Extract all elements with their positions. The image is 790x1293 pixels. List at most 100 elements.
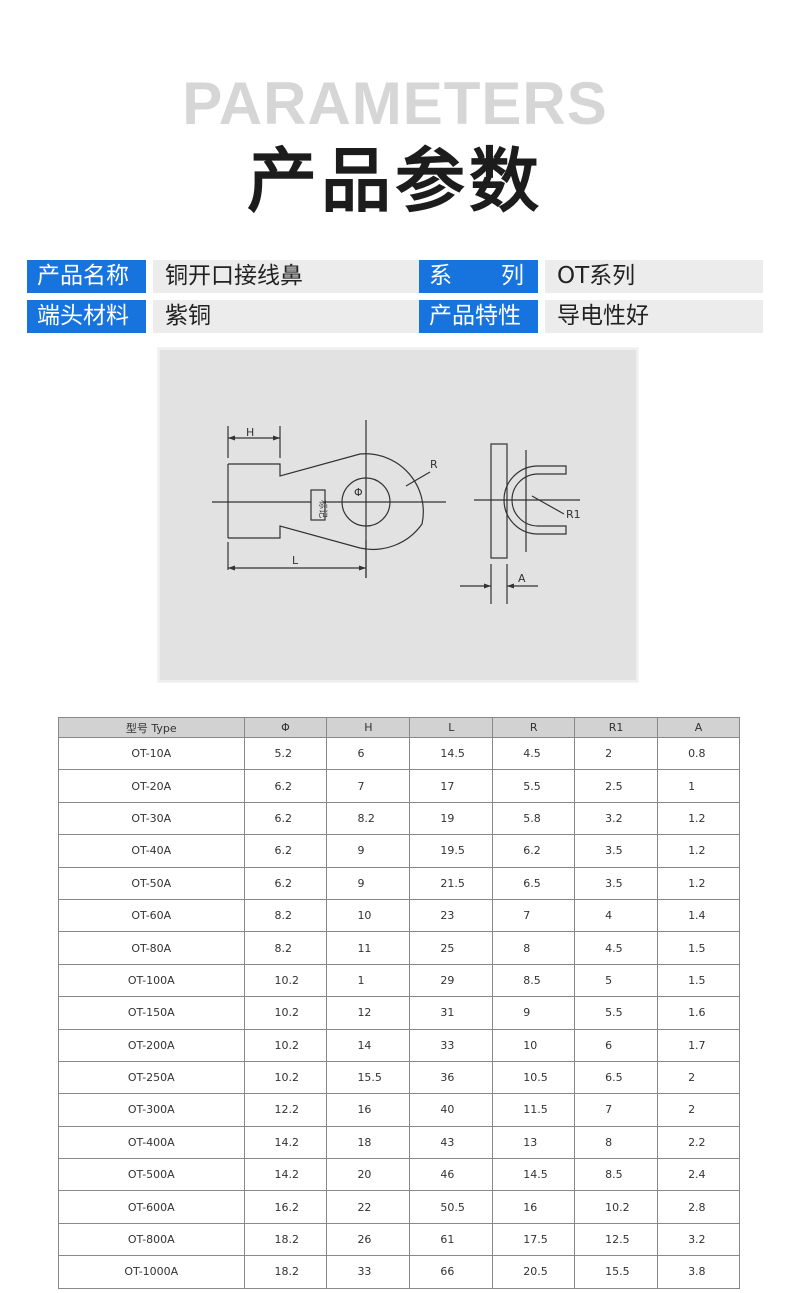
leader-line [405, 471, 431, 487]
cell-a: 3.2 [657, 1222, 740, 1257]
cell-type: OT-1000A [58, 1255, 245, 1289]
cell-phi: 6.2 [243, 866, 328, 900]
cell-a: 1.2 [657, 801, 740, 836]
cell-a: 1.4 [657, 898, 740, 933]
cell-h: 11 [326, 931, 411, 965]
column-header-phi: Φ [243, 717, 328, 738]
cell-h: 18 [326, 1125, 411, 1160]
cell-a: 1.2 [657, 834, 740, 868]
arrow-icon [484, 583, 491, 589]
cell-type: OT-300A [58, 1093, 245, 1127]
cell-type: OT-500A [58, 1158, 245, 1192]
cell-r1: 10.2 [574, 1190, 659, 1224]
cell-a: 2.4 [657, 1158, 740, 1192]
cell-h: 26 [326, 1222, 411, 1257]
cell-r: 10.5 [492, 1060, 576, 1095]
cell-r: 8 [492, 931, 576, 965]
cell-phi: 8.2 [243, 931, 328, 965]
cell-l: 25 [409, 931, 494, 965]
cell-l: 33 [409, 1028, 494, 1062]
cell-phi: 6.2 [243, 769, 328, 803]
side-barrel [503, 465, 567, 535]
cell-l: 40 [409, 1093, 494, 1127]
cell-phi: 6.2 [243, 801, 328, 836]
label-phi: Φ [354, 486, 363, 499]
cell-type: OT-30A [58, 801, 245, 836]
cell-a: 0.8 [657, 736, 740, 771]
cell-h: 8.2 [326, 801, 411, 836]
cell-h: 33 [326, 1255, 411, 1289]
label-mark: 标记 [317, 500, 329, 518]
side-plate [490, 443, 508, 559]
cell-l: 17 [409, 769, 494, 803]
cell-r1: 7 [574, 1093, 659, 1127]
spec-value-material: 紫铜 [153, 300, 442, 333]
cell-r1: 5.5 [574, 996, 659, 1030]
arrow-icon [507, 583, 514, 589]
cell-r1: 4.5 [574, 931, 659, 965]
arrow-icon [273, 435, 280, 441]
cell-r1: 6 [574, 1028, 659, 1062]
spec-row: 产品名称 铜开口接线鼻 系 列 OT系列 [27, 260, 763, 293]
cell-r1: 12.5 [574, 1222, 659, 1257]
column-header-h: H [326, 717, 411, 738]
label-a: A [518, 572, 526, 585]
cell-r1: 5 [574, 963, 659, 998]
cell-r: 6.5 [492, 866, 576, 900]
cell-type: OT-800A [58, 1222, 245, 1257]
cell-type: OT-20A [58, 769, 245, 803]
cell-h: 1 [326, 963, 411, 998]
cell-r: 16 [492, 1190, 576, 1224]
cell-l: 36 [409, 1060, 494, 1095]
cell-r1: 2 [574, 736, 659, 771]
cell-l: 43 [409, 1125, 494, 1160]
terminal-drawing: H Φ R 标记 L R1 [212, 420, 581, 604]
cell-a: 2 [657, 1093, 740, 1127]
spec-label-series-char: 列 [501, 263, 524, 289]
cell-r1: 6.5 [574, 1060, 659, 1095]
spec-value-name: 铜开口接线鼻 [153, 260, 442, 293]
spec-value-series: OT系列 [545, 260, 763, 293]
cell-phi: 18.2 [243, 1222, 328, 1257]
cell-h: 14 [326, 1028, 411, 1062]
cell-r1: 15.5 [574, 1255, 659, 1289]
cell-r: 20.5 [492, 1255, 576, 1289]
cell-a: 1.7 [657, 1028, 740, 1062]
lug-outline [228, 453, 424, 551]
column-header-type: 型号 Type [58, 717, 245, 738]
cell-r1: 8.5 [574, 1158, 659, 1192]
cell-type: OT-400A [58, 1125, 245, 1160]
cell-type: OT-600A [58, 1190, 245, 1224]
cell-type: OT-80A [58, 931, 245, 965]
cell-l: 50.5 [409, 1190, 494, 1224]
cell-r: 13 [492, 1125, 576, 1160]
cell-h: 20 [326, 1158, 411, 1192]
spec-label-name: 产品名称 [27, 260, 146, 293]
cell-r1: 3.5 [574, 866, 659, 900]
cell-r: 4.5 [492, 736, 576, 771]
cell-r: 7 [492, 898, 576, 933]
cell-type: OT-60A [58, 898, 245, 933]
arrow-icon [228, 435, 235, 441]
cell-type: OT-250A [58, 1060, 245, 1095]
cell-phi: 6.2 [243, 834, 328, 868]
cell-r: 11.5 [492, 1093, 576, 1127]
cell-r: 5.8 [492, 801, 576, 836]
cell-a: 2.8 [657, 1190, 740, 1224]
spec-row: 端头材料 紫铜 产品特性 导电性好 [27, 300, 763, 333]
